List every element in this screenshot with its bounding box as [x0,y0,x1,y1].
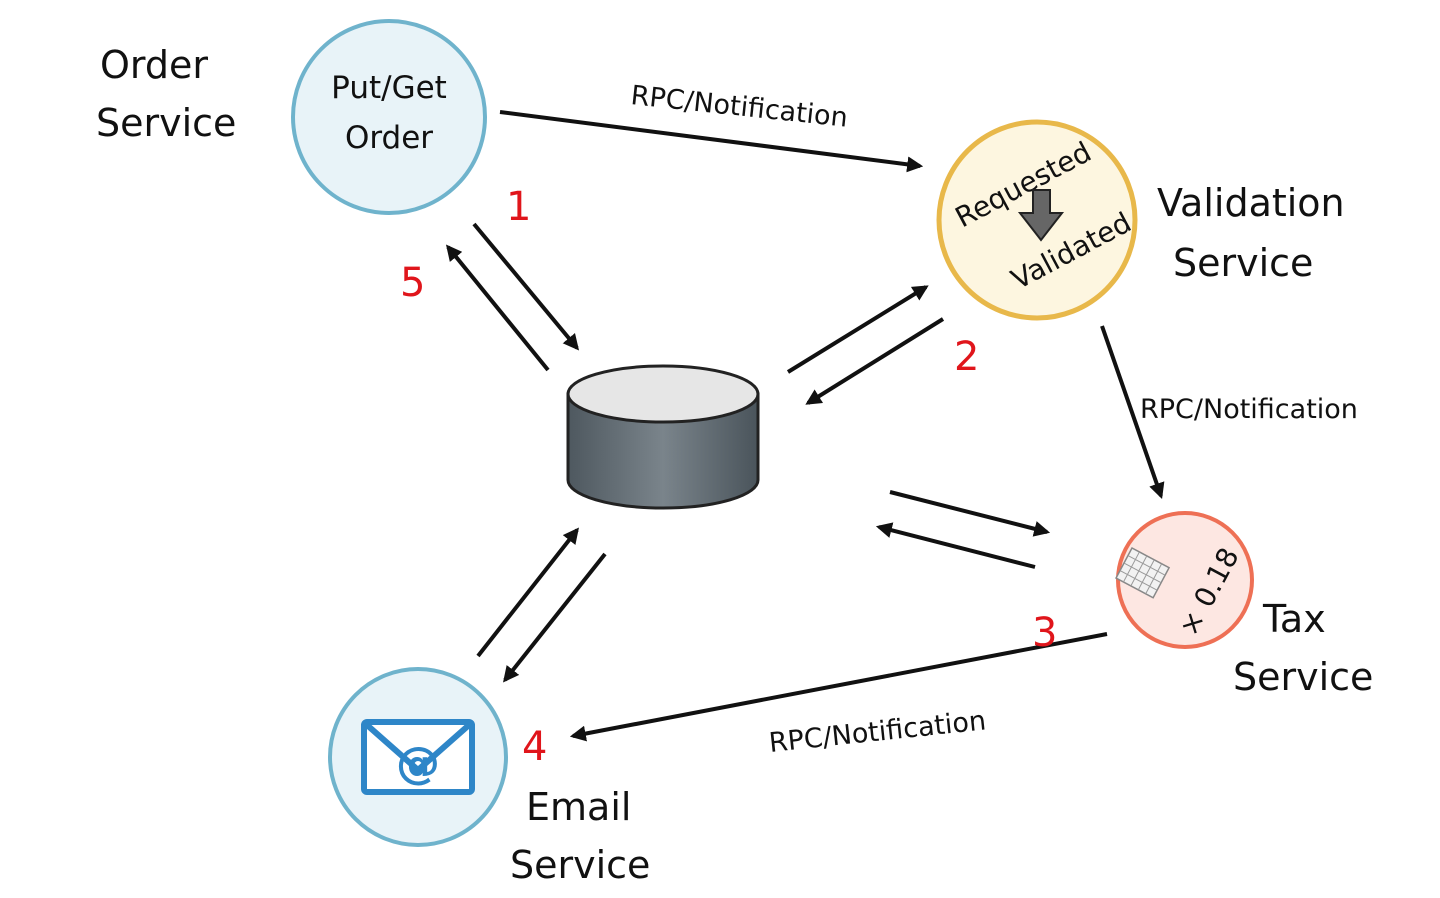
arrow-db-to-tax [889,490,1051,537]
down-arrow-icon [1017,189,1065,242]
arrow-tax-to-db [875,522,1036,569]
arrows [445,110,1165,742]
arrow-email-to-db [476,527,579,658]
email-service-label-line1: Email [526,785,631,829]
edge-label-order-validation: RPC/Notification [629,80,849,134]
arrow-tax-to-email [569,632,1108,742]
validation-service-label-line1: Validation [1157,181,1345,225]
step-number-5: 5 [400,260,425,306]
order-circle-text-line2: Order [345,120,433,156]
step-number-2: 2 [954,334,979,380]
arrow-order-to-validation [499,110,924,173]
tax-service-label-line1: Tax [1262,597,1326,641]
email-envelope-icon: @ [361,719,475,795]
order-service-circle [291,19,487,215]
order-service-label-line2: Service [96,101,236,145]
validation-service-node: Requested Validated Validation Service [936,119,1345,321]
arrow-validation-to-tax [1100,325,1165,500]
step-number-4: 4 [522,724,547,770]
spreadsheet-icon [1115,546,1171,599]
arrow-db-to-order [445,244,550,372]
step-number-1: 1 [506,184,531,230]
arrow-db-to-validation [786,285,929,374]
step-number-3: 3 [1032,610,1057,656]
email-service-label-line2: Service [510,843,650,887]
arrow-order-to-db [472,222,580,351]
order-service-node: Order Service Put/Get Order [96,19,487,215]
order-service-label-line1: Order [100,43,208,87]
validation-service-label-line2: Service [1173,241,1313,285]
tax-service-circle [1116,511,1254,649]
email-service-node: @ Email Service [328,667,650,887]
edge-label-validation-tax: RPC/Notification [1140,394,1358,425]
database-icon [566,364,760,510]
edge-label-tax-email: RPC/Notification [767,705,987,759]
tax-service-node: × 0.18 Tax Service [1115,511,1373,699]
arrow-validation-to-db [805,317,945,405]
order-circle-text-line1: Put/Get [331,70,447,106]
arrow-db-to-email [503,552,607,683]
svg-text:@: @ [396,738,440,789]
tax-service-label-line2: Service [1233,655,1373,699]
